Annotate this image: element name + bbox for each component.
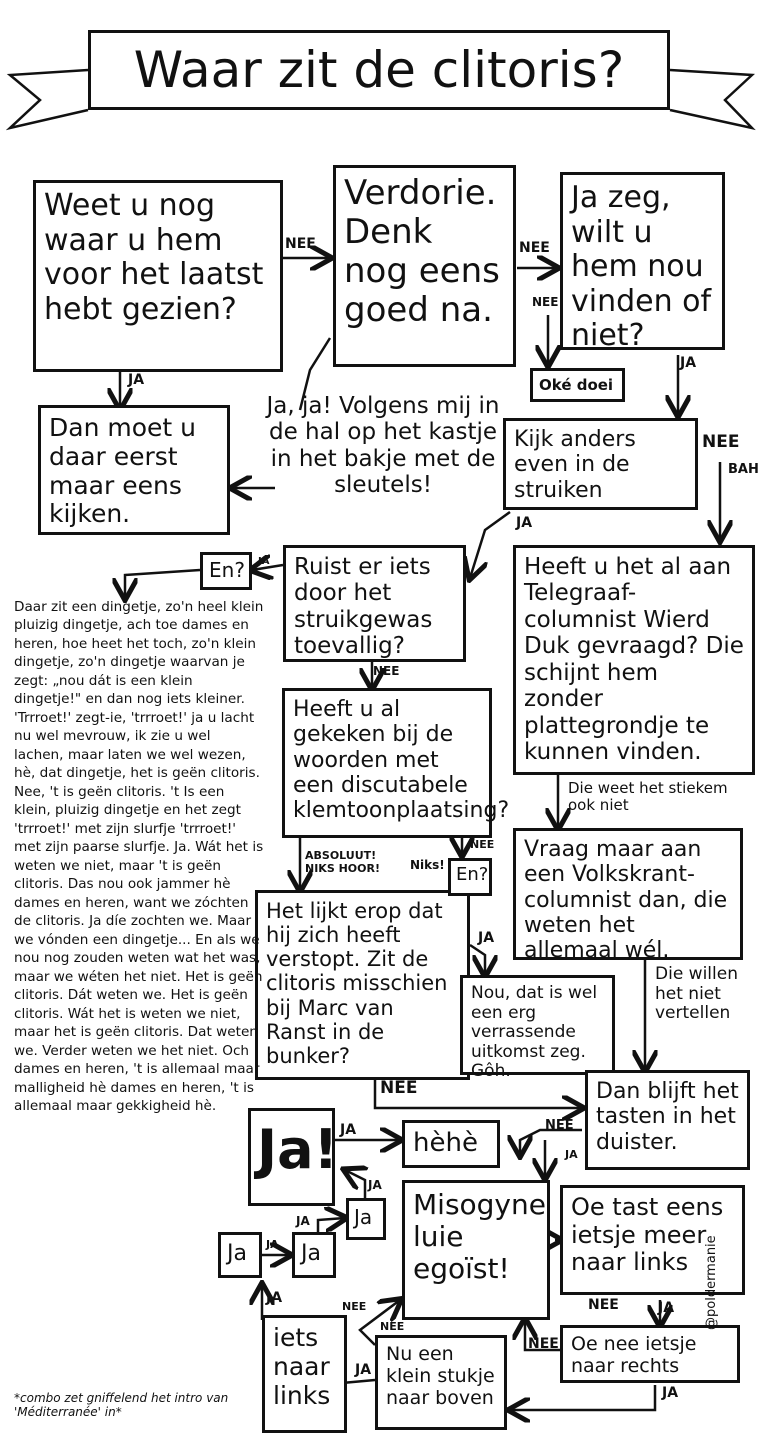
edge-label-ja: JA — [258, 556, 270, 567]
node-q1: Weet u nog waar u hem voor het laatst he… — [33, 180, 283, 372]
edge-label-ja: JA — [128, 372, 145, 388]
edge-label-nee: NEE — [380, 1320, 405, 1333]
edge-label-nee: NEE — [342, 1300, 367, 1313]
edge-label-bah: BAH — [728, 462, 759, 477]
node-en2: En? — [448, 858, 492, 896]
node-ja1: Ja — [218, 1232, 262, 1278]
node-verdorie: Verdorie. Denk nog eens goed na. — [333, 165, 516, 367]
edge-label-nee: NEE — [373, 664, 400, 678]
node-danmoet: Dan moet u daar eerst maar eens kijken. — [38, 405, 230, 535]
page-title: Waar zit de clitoris? — [88, 30, 670, 110]
edge-label-nee: NEE — [545, 1118, 574, 1133]
edge-label-absoluut: ABSOLUUT! NIKS HOOR! — [305, 849, 380, 875]
node-nou: Nou, dat is wel een erg verrassende uitk… — [460, 975, 615, 1081]
node-vraag: Vraag maar aan een Volkskrant-columnist … — [513, 828, 743, 963]
node-iets: iets naar links — [262, 1315, 347, 1433]
node-hehe: hèhè — [402, 1120, 500, 1168]
node-blijft: Dan blijft het tasten in het duister. — [585, 1070, 750, 1170]
node-jazeg: Ja zeg, wilt u hem nou vinden of niet? — [560, 172, 725, 353]
edge-label-nee: NEE — [470, 838, 495, 851]
edge-label-ja: JA — [658, 1300, 675, 1316]
node-ruist: Ruist er iets door het struikgewas toeva… — [283, 545, 466, 662]
edge-label-ja: JA — [662, 1385, 679, 1401]
story-text: Daar zit een dingetje, zo'n heel klein p… — [14, 599, 264, 1115]
node-ja3: Ja — [346, 1198, 386, 1240]
node-heeftwoorden: Heeft u al gekeken bij de woorden met ee… — [282, 688, 509, 838]
edge-label-ja: JA — [478, 930, 495, 946]
node-en1: En? — [200, 552, 252, 590]
node-nueen: Nu een klein stukje naar boven — [375, 1335, 507, 1430]
edge-label-ja: JA — [296, 1214, 310, 1228]
edge-label-dieweet: Die weet het stiekem ook niet — [568, 779, 728, 815]
edge-label-ja: JA — [368, 1178, 382, 1192]
edge-label-nee: NEE — [519, 240, 550, 256]
edge-label-ja: JA — [355, 1362, 372, 1378]
node-oenee: Oe nee ietsje naar rechts — [560, 1325, 740, 1383]
footnote: *combo zet gniffelend het intro van 'Méd… — [14, 1391, 229, 1419]
edge-label-diewillen: Die willen het niet vertellen — [655, 964, 738, 1024]
edge-label-niks: Niks! — [410, 858, 445, 872]
edge-label-ja: JA — [340, 1122, 357, 1138]
edge-label-ja: JA — [680, 355, 697, 371]
node-lijkt: Het lijkt erop dat hij zich heeft versto… — [255, 890, 470, 1080]
node-heeftwierd: Heeft u het al aan Telegraaf-columnist W… — [513, 545, 755, 775]
node-kijk: Kijk anders even in de struiken — [503, 418, 698, 510]
node-misogyne: Misogyne luie egoïst! — [402, 1180, 550, 1320]
edge-label-ja: JA — [565, 1148, 578, 1161]
edge-label-nee: NEE — [285, 236, 316, 252]
edge-label-nee: NEE — [702, 432, 740, 452]
edge-label-nee: NEE — [380, 1078, 418, 1098]
edge-label-nee: NEE — [588, 1297, 619, 1313]
node-jaja: Ja, ja! Volgens mij in de hal op het kas… — [266, 393, 500, 499]
edge-label-nee: NEE — [532, 295, 559, 309]
edge-label-ja: JA — [266, 1238, 279, 1251]
node-oetast: Oe tast eens ietsje meer naar links — [560, 1185, 745, 1295]
edge-label-ja: JA — [266, 1290, 283, 1306]
node-okedoei: Oké doei — [530, 368, 625, 402]
credit: @poldermanie — [704, 1235, 719, 1330]
node-ja2: Ja — [292, 1232, 336, 1278]
edge-label-ja: JA — [516, 515, 533, 531]
edge-label-nee: NEE — [528, 1336, 559, 1352]
node-ja-big: Ja! — [248, 1108, 338, 1206]
